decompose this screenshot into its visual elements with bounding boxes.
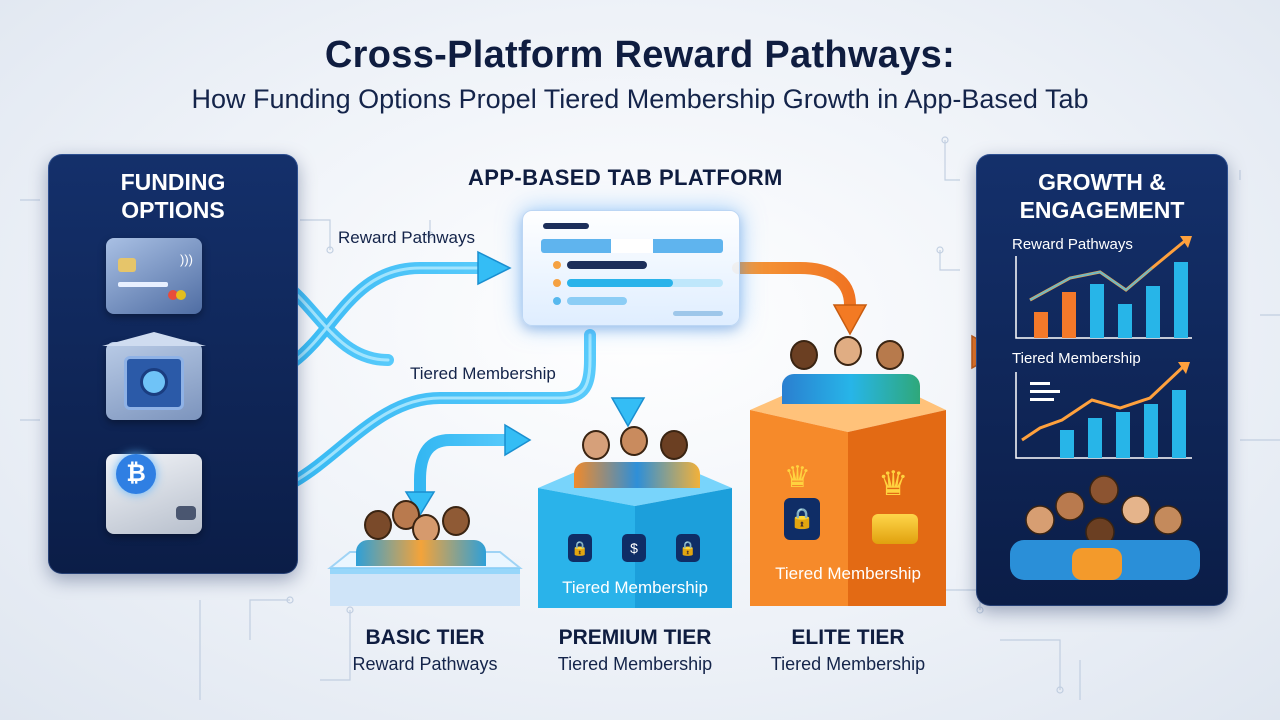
platform-app-window[interactable] <box>522 210 740 326</box>
coin-icon: $ <box>622 534 646 562</box>
basic-tier-subtitle: Reward Pathways <box>352 654 498 674</box>
bank-vault-icon[interactable] <box>102 332 206 420</box>
crown-icon: ♛ <box>784 461 811 494</box>
bitcoin-wallet-icon[interactable]: ₿ <box>106 454 202 534</box>
growth-engagement-title: GROWTH & ENGAGEMENT <box>1019 169 1185 223</box>
premium-box-label: Tiered Membership <box>562 578 708 597</box>
arrow-heads <box>404 250 646 517</box>
lock-icon: 🔒 <box>568 534 592 562</box>
circuit-lines <box>20 136 1280 700</box>
coin-stack-icon <box>872 514 918 544</box>
crown-icon: ♛ <box>878 465 909 503</box>
elite-tier-icons: ♛ ♛ 🔒 <box>780 460 930 560</box>
page-title: Cross-Platform Reward Pathways: <box>324 34 956 76</box>
elite-tier-people <box>776 330 926 410</box>
basic-tier-name: BASIC TIER <box>365 626 485 649</box>
platform-title: APP-BASED TAB PLATFORM <box>468 165 783 190</box>
page-subtitle: How Funding Options Propel Tiered Member… <box>191 84 1089 114</box>
elite-box-label: Tiered Membership <box>775 564 921 583</box>
basic-tier-people <box>356 500 496 574</box>
elite-box-label-wrap: Tiered Membership <box>750 564 946 586</box>
premium-tier-people <box>570 420 710 492</box>
elite-tier-subtitle: Tiered Membership <box>770 654 926 674</box>
lock-icon: 🔒 <box>784 498 820 540</box>
growth-chart1-label: Reward Pathways <box>1012 236 1133 253</box>
credit-card-icon[interactable]: ))) <box>106 238 202 314</box>
funding-options-panel: FUNDING OPTIONS ))) ₿ <box>48 154 298 574</box>
premium-box-label-wrap: Tiered Membership <box>538 578 732 600</box>
elite-tier-name: ELITE TIER <box>791 626 905 649</box>
growth-engagement-panel: GROWTH & ENGAGEMENT <box>976 154 1228 606</box>
funding-options-title: FUNDING OPTIONS <box>120 169 226 223</box>
tiered-membership-flow-label: Tiered Membership <box>410 364 556 383</box>
reward-pathways-flow-label: Reward Pathways <box>338 228 476 247</box>
premium-tier-name: PREMIUM TIER <box>558 626 712 649</box>
orange-flows <box>732 262 981 358</box>
premium-tier-subtitle: Tiered Membership <box>557 654 713 674</box>
lock-icon: 🔒 <box>676 534 700 562</box>
premium-tier-icons: 🔒 $ 🔒 <box>568 534 708 564</box>
growth-chart2-label: Tiered Membership <box>1012 350 1141 367</box>
